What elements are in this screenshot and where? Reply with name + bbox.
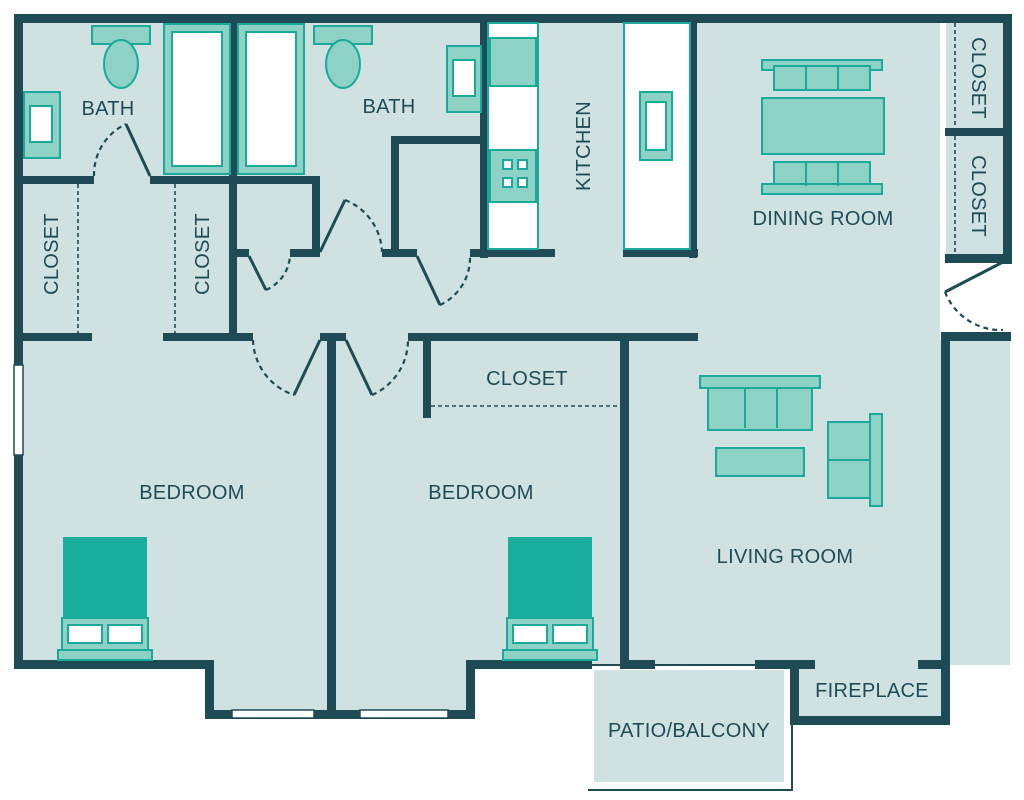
window xyxy=(359,709,449,719)
interior-walls xyxy=(14,14,1011,718)
label-patio-balcony: PATIO/BALCONY xyxy=(608,720,770,742)
label-bath-right: BATH xyxy=(362,96,415,118)
label-dining-room: DINING ROOM xyxy=(752,208,893,230)
doors xyxy=(77,23,1004,666)
label-fireplace: FIREPLACE xyxy=(815,680,929,702)
label-kitchen: KITCHEN xyxy=(573,101,595,191)
label-closet-mid: CLOSET xyxy=(486,368,568,390)
room-labels: BATH BATH KITCHEN DINING ROOM CLOSET CLO… xyxy=(41,37,989,742)
bath-fixtures xyxy=(23,23,482,175)
label-bedroom-left: BEDROOM xyxy=(139,482,244,504)
label-closet-left-2: CLOSET xyxy=(192,213,214,295)
label-closet-dining-bottom: CLOSET xyxy=(967,155,989,237)
label-bath-left: BATH xyxy=(81,98,134,120)
label-bedroom-mid: BEDROOM xyxy=(428,482,533,504)
window xyxy=(13,364,24,456)
exterior-walls xyxy=(14,14,1012,725)
label-living-room: LIVING ROOM xyxy=(717,546,854,568)
living-furniture xyxy=(699,375,883,507)
beds xyxy=(57,537,598,661)
label-closet-dining-top: CLOSET xyxy=(967,37,989,119)
window xyxy=(231,709,315,719)
kitchen-fixtures xyxy=(487,22,691,250)
dining-furniture xyxy=(761,59,885,195)
label-closet-left-1: CLOSET xyxy=(41,213,63,295)
